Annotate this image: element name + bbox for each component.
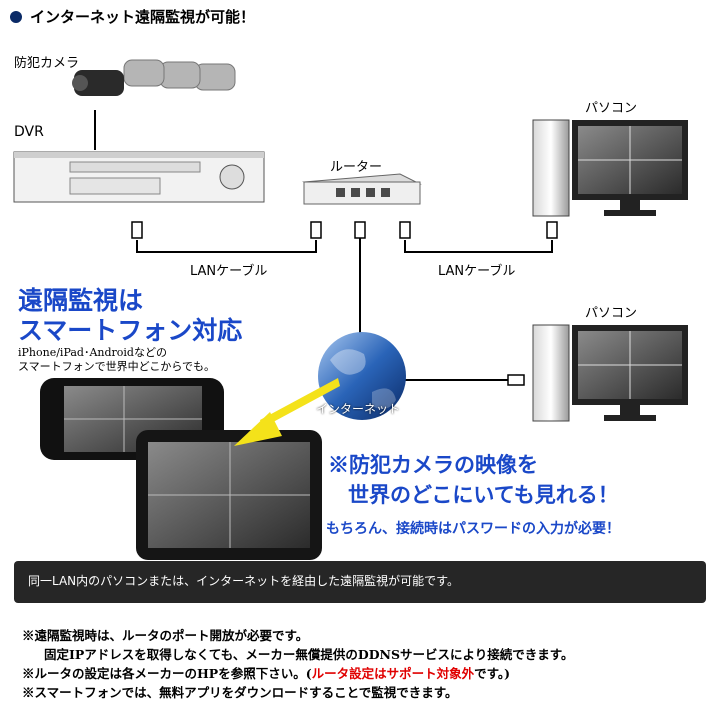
internet-globe-icon [318, 332, 406, 420]
smartphone-promo-sub2: スマートフォンで世界中どこからでも。 [18, 360, 216, 373]
network-diagram [13, 59, 688, 560]
smartphone-promo-sub: iPhone/iPad･Androidなどの スマートフォンで世界中どこからでも… [18, 346, 215, 374]
smartphone-promo-line1: 遠隔監視は [18, 286, 144, 315]
note-router-warning: ルータ設定はサポート対象外 [311, 666, 475, 681]
note-ddns: 固定IPアドレスを取得しなくても、メーカー無償提供のDDNSサービスにより接続で… [44, 647, 574, 662]
lan-cable-left-label: LANケーブル [190, 264, 268, 279]
note-router-end: です。) [474, 666, 511, 681]
notes: ※遠隔監視時は、ルータのポート開放が必要です。 固定IPアドレスを取得しなくても… [22, 626, 574, 702]
note-router-text: ※ルータの設定は各メーカーのHPを参照下さい。( [22, 666, 312, 681]
pc-bottom-label: パソコン [585, 306, 638, 321]
lan-cable-right-label: LANケーブル [438, 264, 516, 279]
note-router: ※ルータの設定は各メーカーのHPを参照下さい。(ルータ設定はサポート対象外です。… [22, 664, 574, 683]
router-icon [302, 173, 422, 205]
pc-top-icon [532, 119, 688, 217]
camera-label: 防犯カメラ [14, 56, 80, 71]
cable-connectors [131, 221, 558, 386]
tablet-icon [136, 430, 322, 560]
camera-promo-heading: ※防犯カメラの映像を 世界のどこにいても見れる！ [328, 450, 619, 510]
router-label: ルーター [330, 160, 383, 175]
pc-bottom-icon [532, 324, 688, 422]
dvr-label: DVR [14, 124, 44, 140]
smartphone-promo-heading: 遠隔監視は スマートフォン対応 [18, 286, 242, 346]
camera-promo-line2: 世界のどこにいても見れる！ [348, 482, 619, 507]
internet-label: インターネット [316, 402, 401, 416]
info-banner-text: 同一LAN内のパソコンまたは、インターネットを経由した遠隔監視が可能です。 [28, 574, 459, 588]
title-text: インターネット遠隔監視が可能！ [30, 8, 256, 26]
camera-promo-line1: ※防犯カメラの映像を [328, 452, 538, 477]
bullet-icon [10, 11, 22, 23]
note-app: ※スマートフォンでは、無料アプリをダウンロードすることで監視できます。 [22, 685, 458, 700]
lan-cables [94, 110, 553, 381]
pc-top-label: パソコン [585, 101, 638, 116]
info-banner: 同一LAN内のパソコンまたは、インターネットを経由した遠隔監視が可能です。 [14, 561, 706, 603]
note-port: ※遠隔監視時は、ルータのポート開放が必要です。 [22, 628, 309, 643]
security-camera-icon [72, 59, 236, 96]
password-note: もちろん、接続時はパスワードの入力が必要！ [326, 521, 620, 537]
smartphone-promo-sub1: iPhone/iPad･Androidなどの [18, 346, 167, 359]
page-title: インターネット遠隔監視が可能！ [10, 6, 255, 27]
dvr-device-icon [13, 151, 265, 203]
signal-arrow-icon [234, 378, 340, 446]
smartphone-promo-line2: スマートフォン対応 [18, 316, 243, 345]
